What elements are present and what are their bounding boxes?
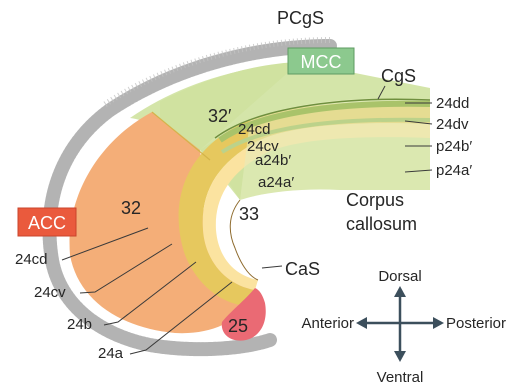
- left-24cv-label: 24cv: [34, 284, 66, 301]
- acc-box-label: ACC: [28, 213, 66, 233]
- mcc-box-label: MCC: [301, 52, 342, 72]
- compass-posterior: Posterior: [446, 315, 506, 332]
- arrow-left-icon: [356, 317, 367, 329]
- area-25-label: 25: [228, 316, 248, 336]
- arrow-right-icon: [433, 317, 444, 329]
- area-a24bp-label: a24b′: [255, 152, 291, 169]
- left-24b-label: 24b: [67, 316, 92, 333]
- pa-label: p24a′: [436, 162, 472, 179]
- compass-ventral: Ventral: [377, 369, 424, 386]
- left-24cd-label: 24cd: [15, 251, 48, 268]
- arrow-down-icon: [394, 351, 406, 362]
- orientation-compass: [356, 286, 444, 362]
- cas-label: CaS: [285, 259, 320, 279]
- corpus-label: Corpus: [346, 190, 404, 210]
- compass-dorsal: Dorsal: [378, 268, 421, 285]
- cgs-label: CgS: [381, 66, 416, 86]
- area-32-label: 32: [121, 198, 141, 218]
- dv-label: 24dv: [436, 116, 469, 133]
- cas-leader: [262, 266, 282, 268]
- pcgs-label: PCgS: [277, 8, 324, 28]
- area-32p-label: 32′: [208, 106, 232, 126]
- compass-anterior: Anterior: [301, 315, 354, 332]
- callosum-label: callosum: [346, 214, 417, 234]
- left-24a-label: 24a: [98, 345, 124, 362]
- arrow-up-icon: [394, 286, 406, 297]
- area-24cd-mcc-label: 24cd: [238, 121, 271, 138]
- pb-label: p24b′: [436, 138, 472, 155]
- dd-label: 24dd: [436, 95, 469, 112]
- area-a24ap-label: a24a′: [258, 174, 294, 191]
- area-33-label: 33: [239, 204, 259, 224]
